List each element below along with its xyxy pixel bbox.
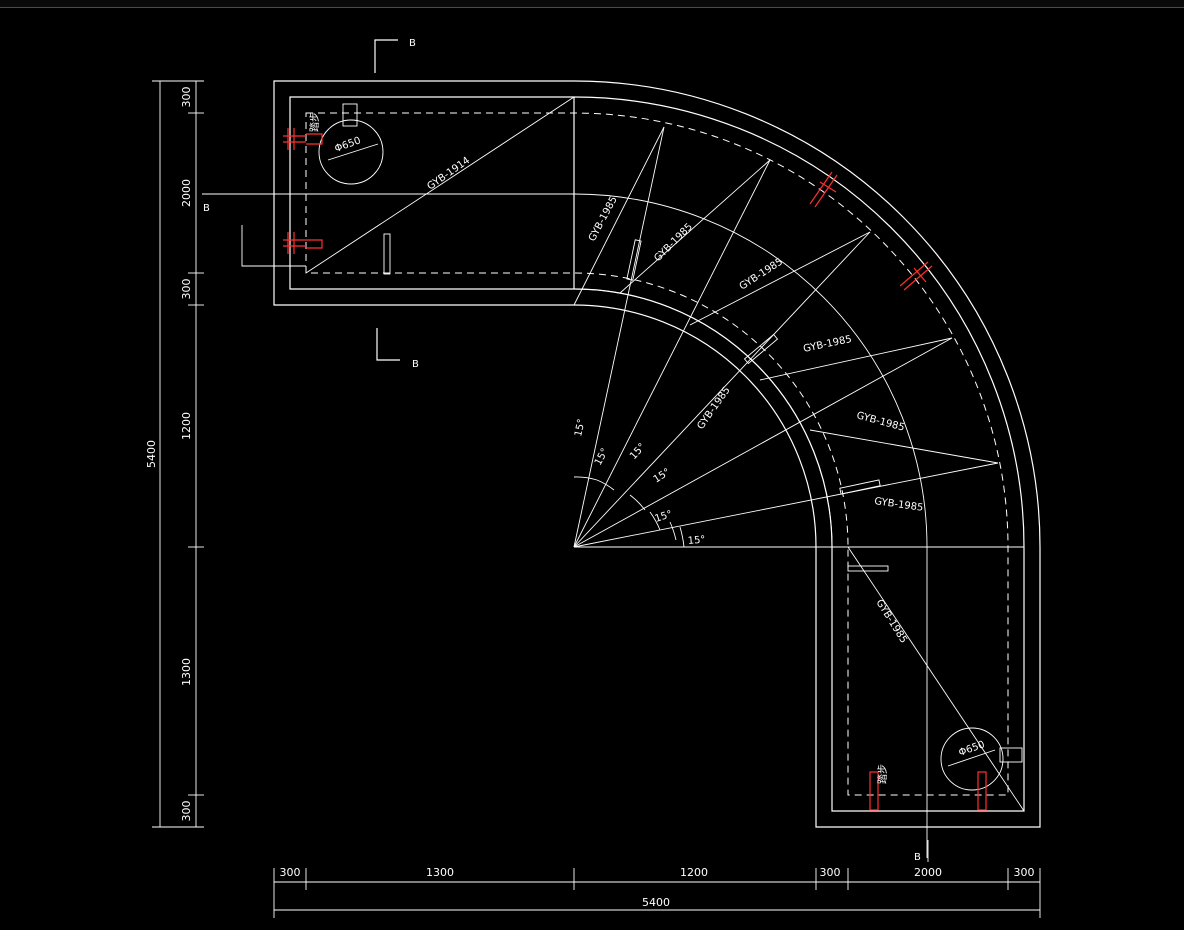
pipe-label: GYB-1914 [425,155,472,192]
section-mark-label: B [412,359,419,370]
dimension-label: 300 [180,87,193,108]
inner-dashed-boundary [305,112,1009,796]
section-mark-label: B [203,203,210,214]
pipe-label: GYB-1985 [587,195,620,244]
dimension-label: 300 [1014,866,1035,879]
angle-arcs [573,476,685,548]
manhole-label: Φ650 [957,739,986,759]
stair-arc-lines [573,97,928,858]
dimension-label: 1300 [180,658,193,686]
pipe-label: GYB-1985 [652,221,695,264]
dimension-label: 300 [180,279,193,300]
dimension-total-label: 5400 [145,440,158,468]
dimension-label: 300 [280,866,301,879]
step-label: 踏步 [876,764,889,784]
section-mark-label: B [409,38,416,49]
pipe-label: GYB-1985 [855,410,905,433]
left-dimension [152,80,204,828]
manhole-top-left [318,103,384,185]
window-top-border [0,0,1184,8]
angle-label: 15° [628,441,648,462]
dimension-total-label: 5400 [642,896,670,909]
dimension-label: 2000 [180,179,193,207]
dimension-label: 1200 [680,866,708,879]
step-bars [383,233,889,572]
pipe-label: GYB-1985 [873,598,908,646]
section-cut-markers [202,39,929,862]
section-mark-label: B [914,852,921,863]
manhole-label: Φ650 [333,135,362,155]
dimension-label: 300 [820,866,841,879]
bottom-dimension [273,868,1041,918]
angle-label: 15° [652,467,673,486]
pipe-label: GYB-1985 [874,496,924,514]
pipe-label: GYB-1985 [802,334,852,355]
dimension-label: 300 [180,801,193,822]
manhole-bottom-right [940,727,1023,791]
dimension-label: 1200 [180,412,193,440]
dimension-label: 1300 [426,866,454,879]
pipe-label: GYB-1985 [738,256,785,292]
outer-wall [273,80,1041,828]
angle-label: 15° [593,447,611,468]
dimension-label: 2000 [914,866,942,879]
angle-label: 15° [573,418,587,438]
angle-label: 15° [654,509,674,525]
diagonal-pipes [305,96,1025,812]
step-label: 踏步 [308,112,321,132]
radial-step-lines [573,126,1024,548]
step-fittings [283,128,987,811]
pipe-label: GYB-1985 [695,385,732,432]
angle-label: 15° [687,534,706,547]
